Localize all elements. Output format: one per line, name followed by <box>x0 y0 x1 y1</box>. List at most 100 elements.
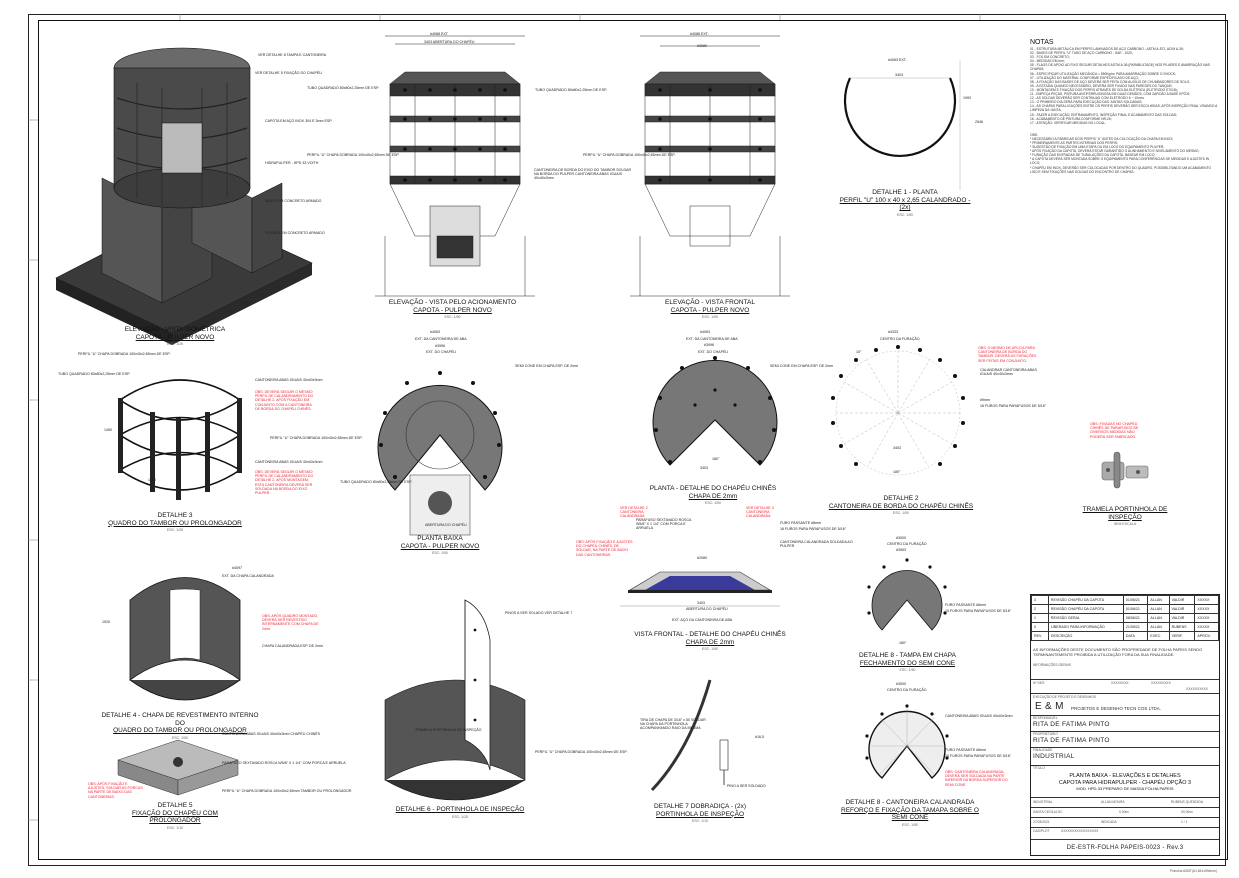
plan-dim-4063: #4063 <box>430 330 440 334</box>
iso-label-4: HIDRAPULPER - HPD 33 VOITH <box>265 161 319 165</box>
caption-hat-front: VISTA FRONTAL - DETALHE DO CHAPÉU CHINÊS… <box>634 631 786 651</box>
iso-label-1: VER DETALHE 8 TAMPA E CANTONEIRA <box>258 53 327 57</box>
finalidade-value: INDUSTRIAL <box>1033 753 1075 760</box>
detail4-drawing <box>129 577 241 701</box>
dim-3403-det1: 3403 <box>895 73 903 77</box>
proprietario-value: RITA DE FATIMA PINTO <box>1033 737 1110 744</box>
company-name: PROJETOS E DESENHO TECN COS LTDA. <box>1071 706 1162 711</box>
caption-detail3: DETALHE 3 QUADRO DO TAMBOR OU PROLONGADO… <box>108 512 242 532</box>
vf-label-parafuso: PARAFUSO SEXTAVADO ROSCA W5/8" X 1 1/4" … <box>636 518 692 531</box>
vf-red-note-3: OBS: APÓS FIXAÇÃO E AJUSTES DO CHAPÉU CH… <box>576 540 633 557</box>
det8b-label-furos: 15 FUROS PARA PARAFUSOS DE 5/16" <box>945 754 1012 758</box>
elevation-front-drawing <box>630 35 790 297</box>
cad-label: CAD/PLOT <box>1033 829 1050 833</box>
caption-latch: TRAMELA PORTINHOLA DE INSPEÇÃO SEM ESCAL… <box>1082 506 1168 526</box>
det4-ext-chapa: EXT. DA CHAPA CALANDRADA <box>222 574 274 578</box>
hat-ext-cantoneira: EXT. DA CANTONEIRA DE ABA <box>686 337 738 341</box>
det5-label-perfil: PERFIL "U" CHAPA DOBRADA 100x40x2,65mm T… <box>222 789 352 793</box>
det2-label-calandrar: CALANDRAR CANTONEIRA ABAS IGUAIS 40x40x3… <box>980 368 1037 377</box>
det4-dim-4097: #4097 <box>232 566 242 570</box>
det2-angle-10: 10° <box>856 350 862 354</box>
elev-front-label-tubo: TUBO QUADRADO 80x80x2,25mm DE ESP. <box>535 88 608 92</box>
det4-red-note: OBS: APÓS QUADRO MONTADO, DEVERÁ SER REV… <box>262 614 319 631</box>
detail1-drawing <box>843 60 961 190</box>
isometric-view-drawing <box>55 47 313 345</box>
field-x2: XXXXXXXXX <box>1151 681 1171 685</box>
hat-dim-4063: #4063 <box>700 330 710 334</box>
det4-dim-1920: 1920 <box>102 620 110 624</box>
finalidade-label: FINALIDADE <box>1033 748 1053 752</box>
execucao-label: EXECUÇÃO DE PROJETO E DESENHOS <box>1033 695 1096 699</box>
field-ndes: Nº DES <box>1033 681 1045 685</box>
vf-label-cantoneira: CANTONEIRA CALANDRADA SOLDADA AO PULPER <box>780 540 853 549</box>
notes-heading: NOTAS <box>1030 39 1054 46</box>
det6-label-pinos: PINOS A SER SOLADO VER DETALHE 7 <box>505 611 573 615</box>
vf-label-ext: EXT. AÇO DA CANTONEIRA DE ABA <box>672 618 733 622</box>
sheet-format-note: Prancha A0MT(A1,841x594mm) <box>1170 869 1218 873</box>
hat-ext-chapeu: EXT. DO CHAPÉU <box>698 350 728 354</box>
det8a-label-furo: FURO PASSANTE #8mm <box>945 603 987 607</box>
iso-label-6: PILARES EM CONCRETO ARMADO <box>265 231 325 235</box>
detail8-cover-drawing <box>867 558 947 631</box>
detail7-drawing <box>650 679 729 792</box>
hat-angle-180: 180° <box>712 457 720 461</box>
vf-red-note-2: VER DETALHE 3 CANTONEIRA CALANDRADA <box>746 506 774 519</box>
dim-4063-ext: #4063 EXT. <box>888 58 907 62</box>
elev-label-tubo: TUBO QUADRADO 80x80x2,25mm DE ESP. <box>307 86 380 90</box>
elev-label-perfil: PERFIL "U" CHAPA DOBRADA 100x40x2,65mm D… <box>307 153 400 157</box>
dim-3080: #3080 <box>697 44 707 48</box>
det3-red-note-2: OBS: DEVERÁ SEGUIR O MESMO PERFIL DE CAL… <box>255 470 314 496</box>
vf-label-furo: FURO PASSANTE #8mm <box>780 521 822 525</box>
det8b-centro: CENTRO DA FURAÇÃO <box>887 688 927 692</box>
responsavel-label: RESPONSÁVEL <box>1033 716 1058 720</box>
det8b-label-furo: FURO PASSANTE #8mm <box>945 748 987 752</box>
det7-dim-16-5: #16,5 <box>755 735 764 739</box>
caption-detail1: DETALHE 1 - PLANTA PERFIL "U" 100 x 40 x… <box>839 189 971 217</box>
folha-value: 1 / 1 <box>1181 820 1188 824</box>
detail8-angle-drawing <box>865 704 949 780</box>
caption-plan: PLANTA BAIXA CAPOTA - PULPER NOVO ESC: 1… <box>400 535 480 555</box>
latch-image <box>1101 451 1149 489</box>
vf-label-abertura: ABERTURA DO CHAPÉU <box>686 607 728 611</box>
det2-angle-180: 180° <box>893 470 901 474</box>
detail6-drawing <box>384 599 526 801</box>
det8b-dim-3000: #3000 <box>896 682 906 686</box>
drawing-number: DE-ESTR-FOLHA PAPEIS-0023 - Rev.3 <box>1066 845 1184 851</box>
plan-label-abertura: ABERTURA DO CHAPÉU <box>425 523 467 527</box>
vf-dim-3403: 3403 <box>697 601 705 605</box>
det7-label-pino: PINO A SER SOLDADO <box>727 784 766 788</box>
vf-dim-2080: #2080 <box>697 556 707 560</box>
proprietario-label: PROPRIETÁRIO <box>1033 732 1058 736</box>
cad-value: XXXXXXXXXXXXXXXXX <box>1061 829 1099 833</box>
area-construida: 00,00m² <box>1181 810 1194 814</box>
det2-dim-3403: 3403 <box>893 446 901 450</box>
detail5-drawing <box>117 739 239 796</box>
local-value: SANTA CECÍLIA SC <box>1033 810 1063 814</box>
det8b-label-cantoneira: CANTONEIRA ABAS IGUAIS 40x40x3mm <box>945 714 1013 718</box>
elev-label-cantoneira: CANTONEIRA DE BORDA DO EIXO DO TAMBOR SO… <box>534 168 632 181</box>
det2-red-note: OBS: O MESMO DE APLICA PARA CANTONEIRA D… <box>978 346 1037 363</box>
det3-label-perfil: PERFIL "U" CHAPA DOBRADA 100x40x2,65mm D… <box>78 352 171 356</box>
hat-front-drawing <box>620 571 780 607</box>
dim-1993: 1993 <box>963 96 971 100</box>
det5-red-note: OBS: APÓS FIXAÇÃO E AJUSTES, SOLDAR AS P… <box>88 782 143 799</box>
dim-3403-abertura: 3403 ABERTURA DO CHAPÉU <box>424 40 475 44</box>
det7-label-tira: TIRA DE CHAPA DE 3/16" x 50 SOLDAR NA CH… <box>640 718 706 731</box>
caption-detail8-cover: DETALHE 8 - TAMPA EM CHAPA FECHAMENTO DO… <box>859 652 956 672</box>
caption-detail7: DETALHE 7 DOBRADIÇA - (2x) PORTINHOLA DE… <box>654 803 746 823</box>
det3-dim-1000: 1000 <box>148 478 156 482</box>
sheet-inner-border <box>38 20 1228 860</box>
det6-label-tramela: TRAMELA PORTINHOLA DE INSPEÇÃO <box>415 728 482 732</box>
det8a-centro: CENTRO DA FURAÇÃO <box>887 542 927 546</box>
det2-dim-4333: #4333 <box>888 330 898 334</box>
caption-hat-plan: PLANTA - DETALHE DO CHAPÉU CHINÊS CHAPA … <box>649 485 777 505</box>
dim-4088-ext-2: #4088 EXT. <box>690 32 709 36</box>
info-geral-label: INFORMAÇÕES GERAIS <box>1033 663 1071 667</box>
caption-detail6: DETALHE 6 - PORTINHOLA DE INSPEÇÃO ESC: … <box>395 806 525 819</box>
hat-dim-3403: 3403 <box>700 466 708 470</box>
